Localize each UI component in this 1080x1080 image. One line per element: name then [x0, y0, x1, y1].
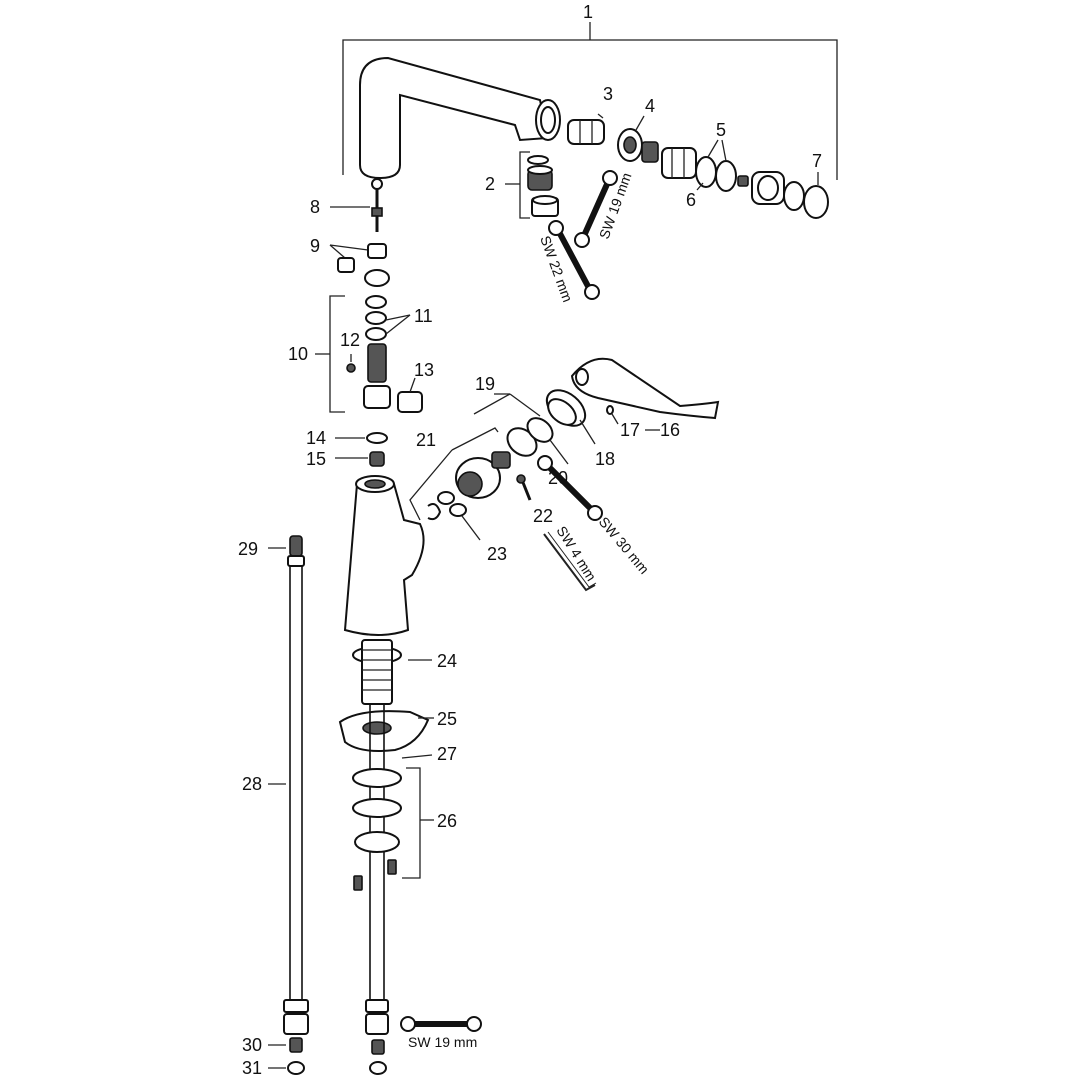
tool-label-sw22: SW 22 mm	[537, 234, 576, 305]
label-10: 10	[288, 344, 308, 364]
label-31: 31	[242, 1058, 262, 1078]
spout	[359, 56, 561, 180]
label-17: 17	[620, 420, 640, 440]
part-21-cartridge	[409, 427, 511, 521]
label-23: 23	[487, 544, 507, 564]
part-30-fitting-left	[268, 1037, 303, 1053]
part-16-lever	[570, 357, 720, 420]
label-14: 14	[306, 428, 326, 448]
label-11: 11	[414, 306, 433, 326]
part-2-aerator	[505, 151, 559, 219]
hex-key-sw4-icon	[543, 531, 597, 592]
label-5: 5	[716, 120, 726, 140]
part-25-plate	[338, 710, 434, 752]
label-22: 22	[533, 506, 553, 526]
label-1: 1	[583, 2, 593, 22]
part-5-o-rings	[695, 139, 737, 192]
part-15-insert	[335, 451, 385, 467]
faucet-body	[343, 475, 425, 636]
part-18-cover	[545, 389, 596, 445]
part-27-washer	[401, 754, 433, 759]
label-15: 15	[306, 449, 326, 469]
tool-label-sw19-top: SW 19 mm	[596, 170, 635, 241]
label-3: 3	[603, 84, 613, 104]
wrench-sw19-bottom-icon	[400, 1016, 482, 1032]
label-2: 2	[485, 174, 495, 194]
label-25: 25	[437, 709, 457, 729]
label-19: 19	[475, 374, 495, 394]
part-23-clip	[427, 491, 481, 541]
part-13-clip	[397, 377, 423, 413]
label-9: 9	[310, 236, 320, 256]
central-supply-line	[365, 704, 389, 1035]
part-7-cap-and-housing	[737, 171, 829, 219]
label-21: 21	[416, 430, 436, 450]
part-20-nut	[506, 417, 569, 465]
label-26: 26	[437, 811, 457, 831]
label-8: 8	[310, 197, 320, 217]
part-10-assembly	[315, 295, 411, 413]
label-29: 29	[238, 539, 258, 559]
label-4: 4	[645, 96, 655, 116]
tool-label-sw4: SW 4 mm	[553, 523, 599, 584]
tool-label-sw30: SW 30 mm	[596, 514, 653, 577]
label-27: 27	[437, 744, 457, 764]
part-3-valve-insert	[567, 113, 605, 145]
wrench-sw19-top-icon	[574, 170, 618, 248]
part-19-bracket	[473, 393, 541, 417]
part-9-nuts	[329, 243, 390, 287]
part-17-screw	[606, 405, 619, 425]
label-16: 16	[660, 420, 680, 440]
label-13: 13	[414, 360, 434, 380]
part-8-rod	[330, 178, 383, 232]
wrench-sw30-icon	[537, 455, 603, 521]
bracket-part-1	[342, 22, 838, 180]
cartridge-threaded-parts	[641, 141, 697, 179]
part-26-mounting-set	[352, 767, 434, 891]
part-4-ring-nut	[617, 115, 645, 162]
part-14-o-ring	[335, 432, 388, 444]
part-31-seal-left	[268, 1061, 305, 1075]
label-28: 28	[242, 774, 262, 794]
wrench-sw22-icon	[548, 220, 600, 300]
label-6: 6	[686, 190, 696, 210]
supply-hose-left	[268, 535, 309, 1035]
tool-label-sw19-bottom: SW 19 mm	[408, 1034, 477, 1050]
label-30: 30	[242, 1035, 262, 1055]
part-22-screw	[516, 474, 532, 501]
label-7: 7	[812, 151, 822, 171]
part-24-thread-shank	[352, 639, 432, 705]
label-12: 12	[340, 330, 360, 350]
label-18: 18	[595, 449, 615, 469]
part-12-screw	[346, 354, 356, 373]
fitting-bottom-center	[369, 1039, 387, 1075]
label-24: 24	[437, 651, 457, 671]
